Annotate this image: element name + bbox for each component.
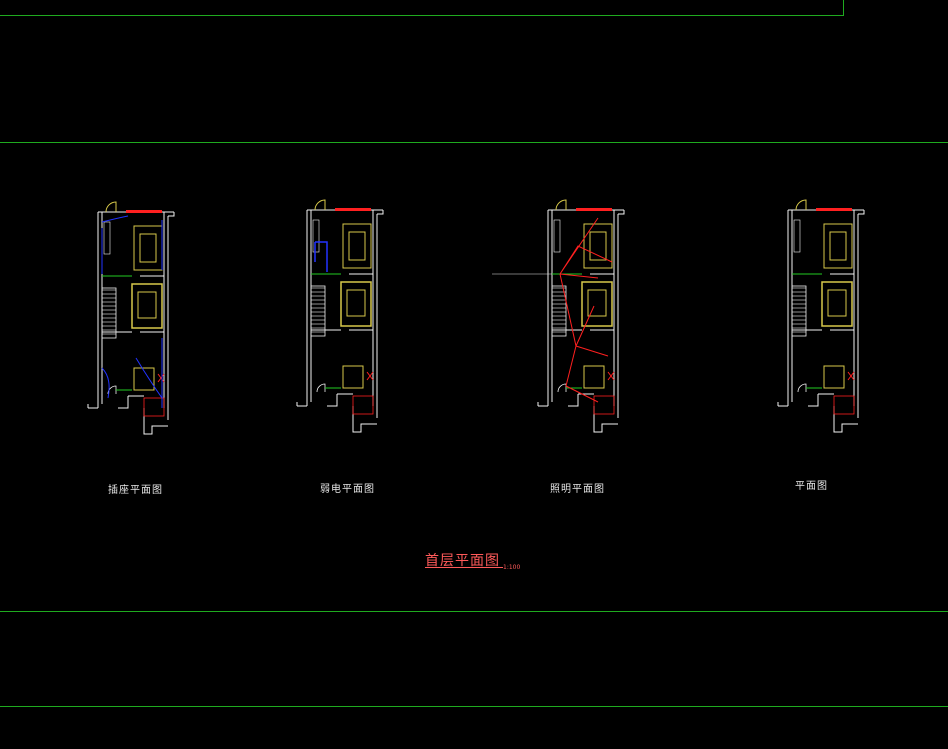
void-mark bbox=[847, 371, 855, 381]
entry-walls bbox=[537, 393, 618, 433]
door-swing bbox=[555, 199, 567, 211]
void-mark bbox=[607, 371, 615, 381]
entry-walls bbox=[87, 395, 168, 435]
door-swing bbox=[314, 199, 326, 211]
dining-area bbox=[131, 283, 163, 329]
staircase bbox=[101, 287, 117, 339]
kitchen-table bbox=[583, 365, 605, 389]
floor-plan-1 bbox=[87, 201, 175, 435]
door-swing-bottom bbox=[316, 383, 326, 393]
bathroom bbox=[593, 395, 615, 415]
door-swing-bottom bbox=[557, 383, 567, 393]
kitchen-table bbox=[133, 367, 155, 391]
sofa-set bbox=[133, 225, 163, 271]
entry-walls bbox=[777, 393, 858, 433]
door-swing bbox=[795, 199, 807, 211]
plan-label-floor-plan: 平面图 bbox=[795, 481, 828, 492]
coffee-table bbox=[139, 233, 157, 263]
plan-label-outlet: 插座平面图 bbox=[108, 485, 163, 496]
plan-label-lighting: 照明平面图 bbox=[550, 484, 605, 495]
bathroom bbox=[352, 395, 374, 415]
void-mark bbox=[157, 373, 165, 383]
entry-walls bbox=[296, 393, 377, 433]
kitchen-table bbox=[823, 365, 845, 389]
coffee-table bbox=[348, 231, 366, 261]
sheet-title: 首层平面图 bbox=[425, 553, 500, 569]
staircase bbox=[791, 285, 807, 337]
dining-table bbox=[827, 289, 847, 317]
outlet-wiring bbox=[101, 215, 163, 408]
window-red bbox=[126, 210, 162, 213]
coffee-table bbox=[589, 231, 607, 261]
dining-area bbox=[821, 281, 853, 327]
staircase bbox=[551, 285, 567, 337]
window-red bbox=[576, 208, 612, 211]
coffee-table bbox=[829, 231, 847, 261]
sofa-set bbox=[342, 223, 372, 269]
dining-table bbox=[137, 291, 157, 319]
weak-current-wiring bbox=[314, 241, 328, 272]
dining-area bbox=[581, 281, 613, 327]
floor-plan-4 bbox=[777, 199, 865, 433]
void-mark bbox=[366, 371, 374, 381]
door-swing-bottom bbox=[107, 385, 117, 395]
bathroom bbox=[143, 397, 165, 417]
dining-area bbox=[340, 281, 372, 327]
door-swing-bottom bbox=[797, 383, 807, 393]
bathroom bbox=[833, 395, 855, 415]
kitchen-table bbox=[342, 365, 364, 389]
tv-cabinet bbox=[312, 219, 320, 253]
floor-plan-2 bbox=[296, 199, 384, 433]
dining-table bbox=[346, 289, 366, 317]
plan-label-weak-current: 弱电平面图 bbox=[320, 484, 375, 495]
sofa-set bbox=[823, 223, 853, 269]
sheet-title-underline bbox=[425, 567, 503, 568]
tv-cabinet bbox=[103, 221, 111, 255]
sofa-set bbox=[583, 223, 613, 269]
dining-table bbox=[587, 289, 607, 317]
tv-cabinet bbox=[793, 219, 801, 253]
sheet-scale: 1:100 bbox=[503, 564, 521, 571]
tv-cabinet bbox=[553, 219, 561, 253]
door-swing bbox=[105, 201, 117, 213]
lighting-wiring bbox=[559, 217, 613, 403]
drawing-frame-bottom bbox=[0, 706, 948, 708]
drawing-frame-main bbox=[0, 142, 948, 612]
drawing-frame-top bbox=[0, 0, 844, 16]
floor-plan-3 bbox=[492, 199, 625, 433]
staircase bbox=[310, 285, 326, 337]
window-red bbox=[816, 208, 852, 211]
window-red bbox=[335, 208, 371, 211]
